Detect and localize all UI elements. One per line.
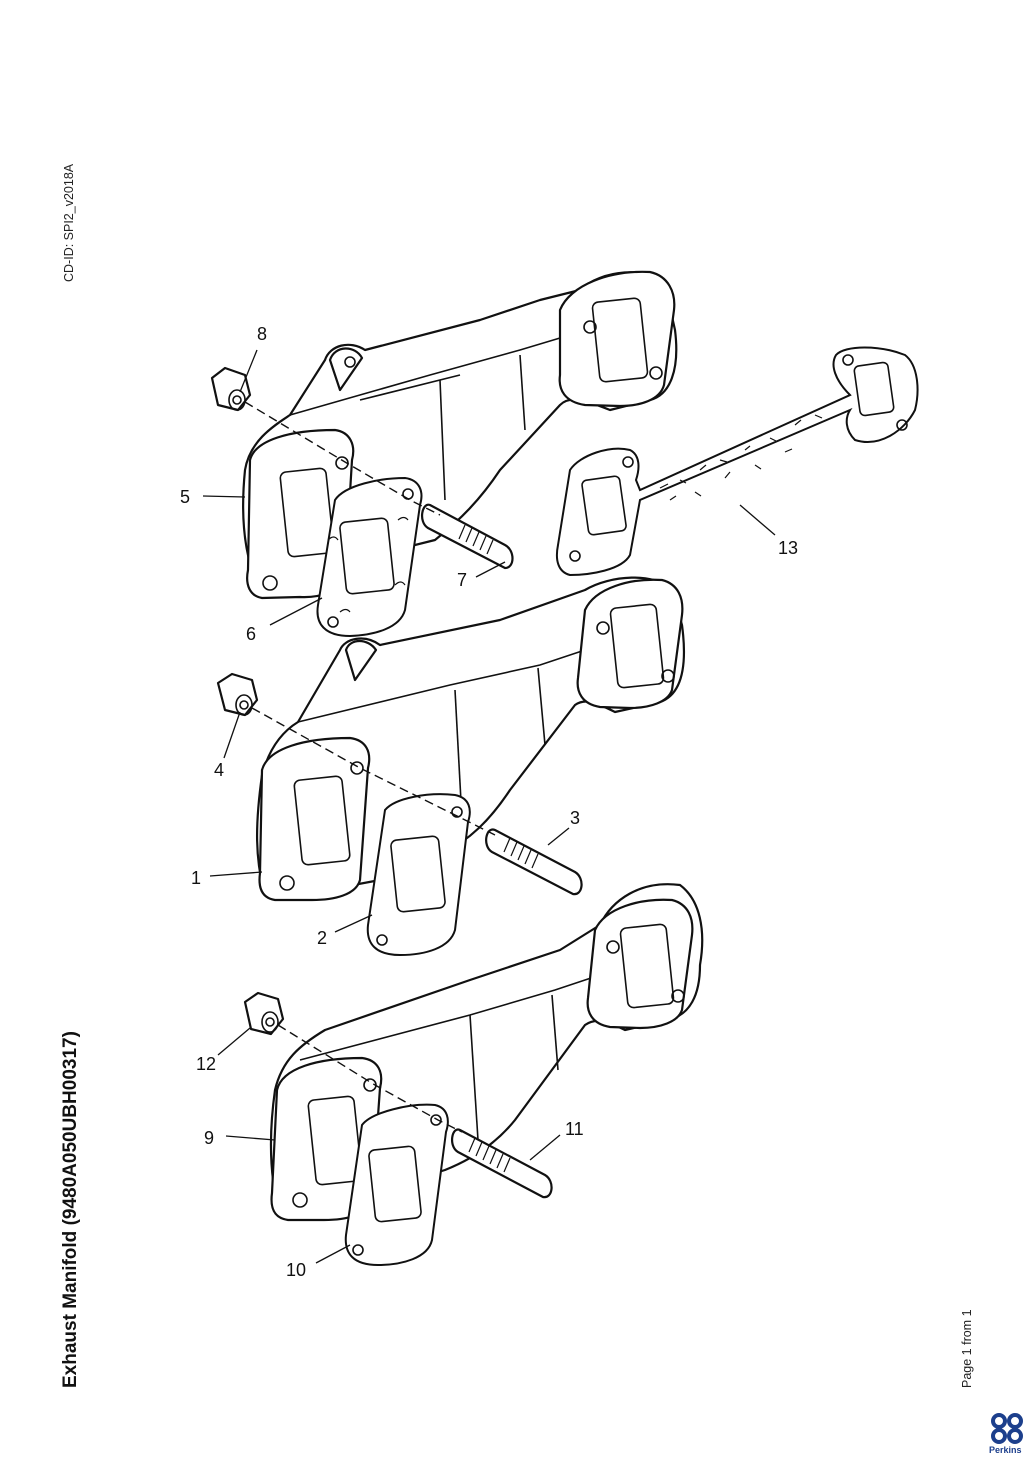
callout-12: 12 <box>196 1054 216 1074</box>
brand-name: Perkins <box>989 1445 1022 1455</box>
callout-2: 2 <box>317 928 327 948</box>
gasket-10 <box>344 1103 449 1267</box>
gasket-6 <box>316 476 423 638</box>
callout-6: 6 <box>246 624 256 644</box>
stud-7 <box>421 503 514 570</box>
callout-11: 11 <box>565 1119 584 1139</box>
manifold-bottom <box>269 883 704 1222</box>
callout-4: 4 <box>214 760 224 780</box>
callout-8: 8 <box>257 324 267 344</box>
nut-12 <box>243 991 285 1036</box>
nut-8 <box>210 366 252 412</box>
perkins-logo <box>991 1413 1023 1444</box>
stud-3 <box>485 828 583 896</box>
nut-4 <box>216 672 259 717</box>
gasket-2 <box>366 793 471 957</box>
callout-7: 7 <box>457 570 467 590</box>
callout-13: 13 <box>778 538 798 558</box>
callout-3: 3 <box>570 808 580 828</box>
gasket-13 <box>555 346 919 577</box>
callout-10: 10 <box>286 1260 306 1280</box>
leader-lines <box>202 349 776 1264</box>
stud-11 <box>451 1128 553 1199</box>
callout-9: 9 <box>204 1128 214 1148</box>
callouts: 1 2 3 4 5 6 7 8 9 10 11 12 13 <box>180 324 798 1280</box>
callout-5: 5 <box>180 487 190 507</box>
manifold-middle <box>256 576 686 902</box>
callout-1: 1 <box>191 868 201 888</box>
